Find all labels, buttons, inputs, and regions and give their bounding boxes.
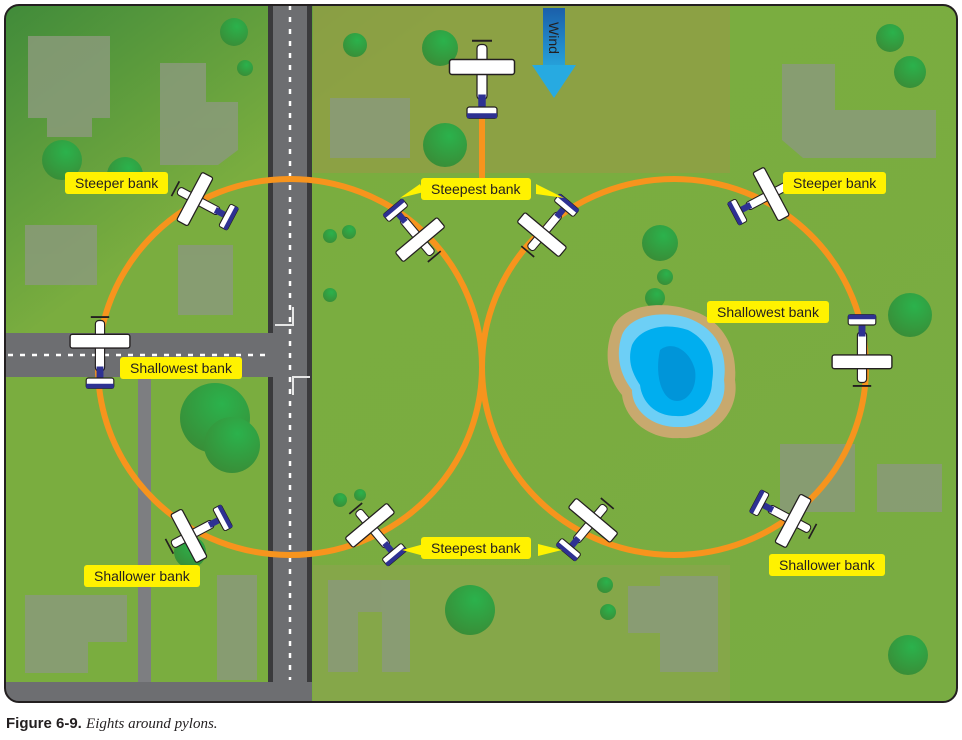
label-shallowest-bank-left: Shallowest bank: [120, 357, 242, 379]
building: [25, 595, 127, 673]
building: [178, 245, 233, 315]
figure-frame: [4, 4, 958, 703]
eights-around-pylons-diagram: Wind: [4, 4, 958, 703]
building: [217, 575, 257, 680]
label-shallower-bank-left: Shallower bank: [84, 565, 200, 587]
label-shallowest-bank-right: Shallowest bank: [707, 301, 829, 323]
building: [628, 576, 718, 672]
side-road-vertical: [138, 377, 151, 687]
building: [877, 464, 942, 512]
building: [25, 225, 97, 285]
callout-tail: [402, 544, 424, 556]
building: [782, 64, 936, 158]
trees: [42, 18, 932, 675]
building: [328, 580, 410, 672]
callout-tail: [536, 184, 564, 198]
label-shallower-bank-right: Shallower bank: [769, 554, 885, 576]
pond: [607, 305, 736, 439]
building: [330, 98, 410, 158]
label-steepest-bank-bottom: Steepest bank: [421, 537, 531, 559]
figure-number: Figure 6-9.: [6, 715, 82, 732]
figure-title: Eights around pylons.: [86, 716, 218, 732]
label-steepest-bank-top: Steepest bank: [421, 178, 531, 200]
figure-caption: Figure 6-9. Eights around pylons.: [6, 715, 218, 733]
callout-tail: [538, 544, 562, 556]
wind-label: Wind: [546, 22, 562, 54]
label-steeper-bank-right: Steeper bank: [783, 172, 887, 194]
callout-tail: [400, 184, 424, 198]
road-bottom: [5, 682, 312, 702]
wind-arrow-icon: Wind: [532, 8, 576, 98]
building: [160, 63, 238, 165]
label-steeper-bank-left: Steeper bank: [65, 172, 169, 194]
building: [28, 36, 110, 137]
